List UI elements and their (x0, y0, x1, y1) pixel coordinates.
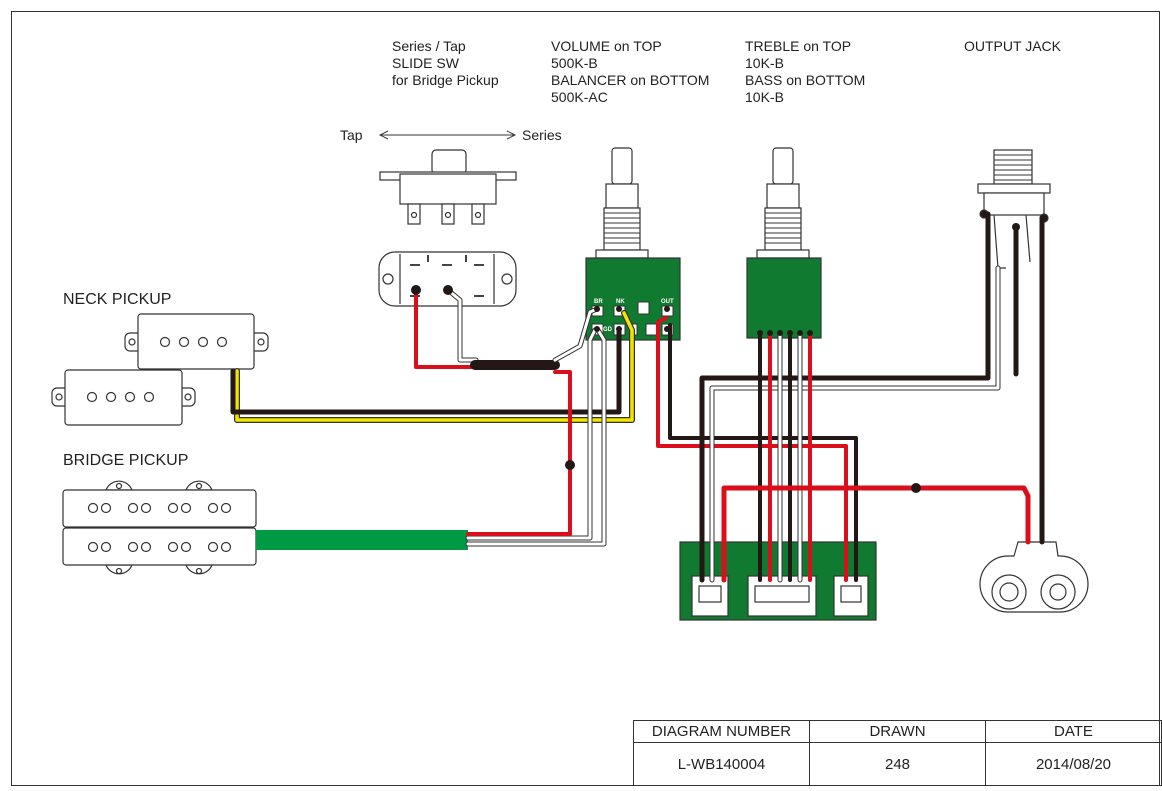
switch-spec-line: for Bridge Pickup (392, 72, 499, 88)
volume-spec-line: 500K-AC (551, 89, 608, 105)
neck-pickup (51, 313, 269, 426)
drawing-frame (11, 11, 1160, 786)
slide-switch-bottom-view (378, 251, 517, 307)
switch-spec-line: Series / Tap (392, 38, 466, 54)
bridge-pickup (62, 480, 257, 575)
volume-spec-line: BALANCER on BOTTOM (551, 72, 710, 88)
drawn-header: DRAWN (809, 720, 986, 743)
tone-spec-line: BASS on BOTTOM (745, 72, 866, 88)
wiring (230, 211, 1045, 583)
battery-snap (979, 541, 1089, 613)
volume-pot-spec: VOLUME on TOP 500K-B BALANCER on BOTTOM … (551, 38, 709, 106)
drawn-value: 248 (809, 742, 986, 786)
date-header: DATE (985, 720, 1162, 743)
series-label: Series (522, 127, 562, 143)
pad-out-label: OUT (661, 299, 674, 305)
tone-pot-spec: TREBLE on TOP 10K-B BASS on BOTTOM 10K-B (745, 38, 865, 106)
pad-gd-label: GD (603, 327, 613, 333)
tap-label: Tap (340, 127, 363, 143)
neck-pickup-label: NECK PICKUP (63, 291, 172, 308)
bridge-pickup-label: BRIDGE PICKUP (63, 452, 189, 469)
volume-spec-line: 500K-B (551, 55, 598, 71)
diagram-number-value: L-WB140004 (633, 742, 810, 786)
treble-bass-pot (746, 147, 822, 339)
solder-joints (411, 223, 1020, 493)
pad-nk-label: NK (616, 299, 625, 305)
slide-switch-side-view (379, 149, 517, 225)
tap-series-arrow (378, 130, 517, 140)
title-block: DIAGRAM NUMBER DRAWN DATE L-WB140004 248… (633, 720, 1162, 786)
bridge-pickup-cable (256, 530, 468, 550)
switch-spec-line: SLIDE SW (392, 55, 459, 71)
output-jack-label: OUTPUT JACK (964, 38, 1061, 54)
tone-spec-line: 10K-B (745, 55, 784, 71)
date-value: 2014/08/20 (985, 742, 1162, 786)
tone-spec-line: TREBLE on TOP (745, 38, 852, 54)
tone-spec-line: 10K-B (745, 89, 784, 105)
volume-spec-line: VOLUME on TOP (551, 38, 662, 54)
pad-br-label: BR (594, 299, 603, 305)
diagram-number-header: DIAGRAM NUMBER (633, 720, 810, 743)
switch-spec: Series / Tap SLIDE SW for Bridge Pickup (392, 38, 499, 89)
output-jack (977, 149, 1051, 269)
